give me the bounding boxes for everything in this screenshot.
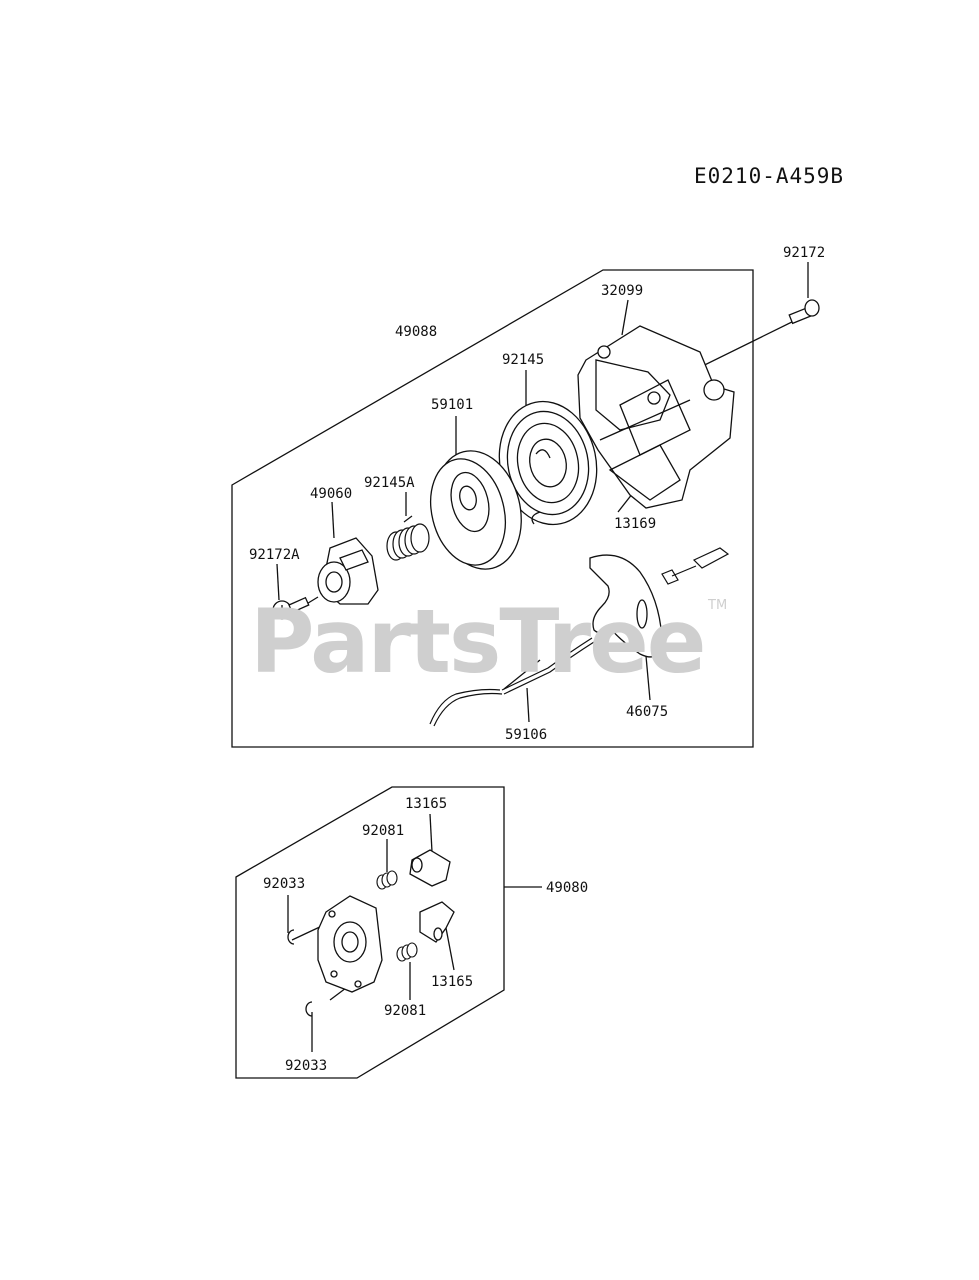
part-label-92172A[interactable]: 92172A <box>249 547 300 563</box>
part-label-59106[interactable]: 59106 <box>505 727 548 743</box>
screw-92172A-icon <box>272 596 310 620</box>
part-label-46075[interactable]: 46075 <box>626 704 669 720</box>
part-label-92145[interactable]: 92145 <box>502 352 545 368</box>
part-label-92145A[interactable]: 92145A <box>364 475 415 491</box>
watermark-logo: PartsTree <box>250 590 706 693</box>
e-ring-92033-upper-icon <box>287 929 295 945</box>
watermark-trademark: TM <box>708 598 728 613</box>
upper-assembly-frame <box>231 269 754 748</box>
part-label-13165-upper[interactable]: 13165 <box>405 796 448 812</box>
part-label-49088[interactable]: 49088 <box>395 324 438 340</box>
part-label-92033-upper[interactable]: 92033 <box>263 876 306 892</box>
lower-assembly-frame <box>235 786 505 1079</box>
cord-clip-icon <box>661 547 730 585</box>
part-label-92172[interactable]: 92172 <box>783 245 826 261</box>
ratchet-plate-49080-icon <box>317 895 383 993</box>
diagram-code: E0210-A459B <box>694 164 845 188</box>
pawl-13165-lower-icon <box>419 901 455 943</box>
bolt-92172-icon <box>788 299 820 325</box>
ratchet-49060-icon <box>317 537 379 605</box>
spring-92145A-icon <box>386 515 430 561</box>
spring-92081-lower-icon <box>396 942 418 962</box>
rope-59106-icon <box>429 637 595 727</box>
spring-92081-upper-icon <box>376 870 398 890</box>
part-label-13169[interactable]: 13169 <box>614 516 657 532</box>
housing-32099-icon <box>577 325 735 509</box>
handle-46075-icon <box>589 554 663 658</box>
part-label-92081-lower[interactable]: 92081 <box>384 1003 427 1019</box>
pulley-59101-icon <box>430 450 522 570</box>
e-ring-92033-lower-icon <box>305 1001 313 1017</box>
part-label-92033-lower[interactable]: 92033 <box>285 1058 328 1074</box>
part-label-49080[interactable]: 49080 <box>546 880 589 896</box>
part-label-49060[interactable]: 49060 <box>310 486 353 502</box>
part-label-13165-lower[interactable]: 13165 <box>431 974 474 990</box>
pawl-13165-upper-icon <box>409 849 451 887</box>
part-label-92081-upper[interactable]: 92081 <box>362 823 405 839</box>
part-label-32099[interactable]: 32099 <box>601 283 644 299</box>
part-label-59101[interactable]: 59101 <box>431 397 474 413</box>
